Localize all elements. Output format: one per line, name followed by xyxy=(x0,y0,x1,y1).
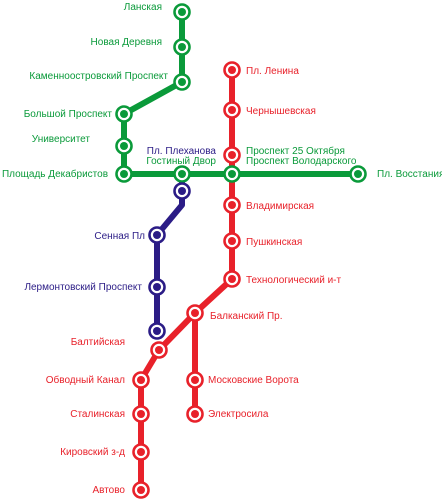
label-kirovsky-zavod: Кировский з-д xyxy=(60,447,125,458)
label-avtovo: Автово xyxy=(92,485,125,496)
station-moskovskie-vorota[interactable] xyxy=(186,371,204,389)
station-gostiny-dvor[interactable] xyxy=(173,165,191,183)
station-elektrosila[interactable] xyxy=(186,405,204,423)
station-sennaya[interactable] xyxy=(148,226,166,244)
station-baltiyskaya-blue[interactable] xyxy=(148,322,166,340)
label-pl-plekhanova: Пл. Плеханова xyxy=(147,146,217,157)
label-novaya-derevnya: Новая Деревня xyxy=(91,37,162,48)
station-vladimirskaya[interactable] xyxy=(223,196,241,214)
station-prospekt-volodarskogo[interactable] xyxy=(223,165,241,183)
red-line-southwest-branch xyxy=(138,310,198,493)
label-moskovskie-vorota: Московские Ворота xyxy=(208,375,299,386)
station-ploshchad-dekabristov[interactable] xyxy=(115,165,133,183)
station-universitet[interactable] xyxy=(115,137,133,155)
label-kamennoostrovsky: Каменноостровский Проспект xyxy=(29,71,168,82)
station-pl-plekhanova[interactable] xyxy=(173,182,191,200)
label-lermontovsky: Лермонтовский Проспект xyxy=(24,282,142,293)
station-tekhnologichesky[interactable] xyxy=(223,270,241,288)
label-lanskaya: Ланская xyxy=(124,2,162,13)
label-ploshchad-dekabristov: Площадь Декабристов xyxy=(2,168,108,180)
label-balkansky: Балканский Пр. xyxy=(210,311,283,322)
station-lanskaya[interactable] xyxy=(173,3,191,21)
label-prospekt-25-oktyabrya: Проспект 25 Октября xyxy=(246,145,345,157)
label-pushkinskaya: Пушкинская xyxy=(246,237,302,248)
label-universitet: Университет xyxy=(32,134,91,145)
label-elektrosila: Электросила xyxy=(208,409,269,420)
label-obvodny-kanal: Обводный Канал xyxy=(46,374,125,386)
label-pl-lenina: Пл. Ленина xyxy=(246,66,299,77)
station-stalinskaya[interactable] xyxy=(132,405,150,423)
station-bolshoy-prospekt[interactable] xyxy=(115,105,133,123)
station-chernyshevskaya[interactable] xyxy=(223,101,241,119)
label-chernyshevskaya: Чернышевская xyxy=(246,106,316,117)
station-pushkinskaya[interactable] xyxy=(223,232,241,250)
station-novaya-derevnya[interactable] xyxy=(173,38,191,56)
station-baltiyskaya-red[interactable] xyxy=(150,341,168,359)
label-tekhnologichesky: Технологический и-т xyxy=(246,275,342,286)
label-sennaya: Сенная Пл xyxy=(94,231,145,242)
label-gostiny-dvor: Гостиный Двор xyxy=(146,156,216,167)
station-obvodny-kanal[interactable] xyxy=(132,371,150,389)
station-kirovsky-zavod[interactable] xyxy=(132,443,150,461)
station-balkansky[interactable] xyxy=(186,304,204,322)
label-pl-vosstaniya: Пл. Восстания xyxy=(377,169,442,180)
station-lermontovsky[interactable] xyxy=(148,278,166,296)
label-vladimirskaya: Владимирская xyxy=(246,201,314,212)
station-pl-vosstaniya[interactable] xyxy=(349,165,367,183)
station-avtovo[interactable] xyxy=(132,481,150,499)
label-stalinskaya: Сталинская xyxy=(70,409,125,420)
station-kamennoostrovsky[interactable] xyxy=(173,73,191,91)
station-prospekt-25-oktyabrya[interactable] xyxy=(223,146,241,164)
station-pl-lenina[interactable] xyxy=(223,61,241,79)
label-prospekt-volodarskogo: Проспект Володарского xyxy=(246,156,357,167)
label-baltiyskaya: Балтийская xyxy=(71,337,125,348)
label-bolshoy-prospekt: Большой Проспект xyxy=(24,109,113,120)
